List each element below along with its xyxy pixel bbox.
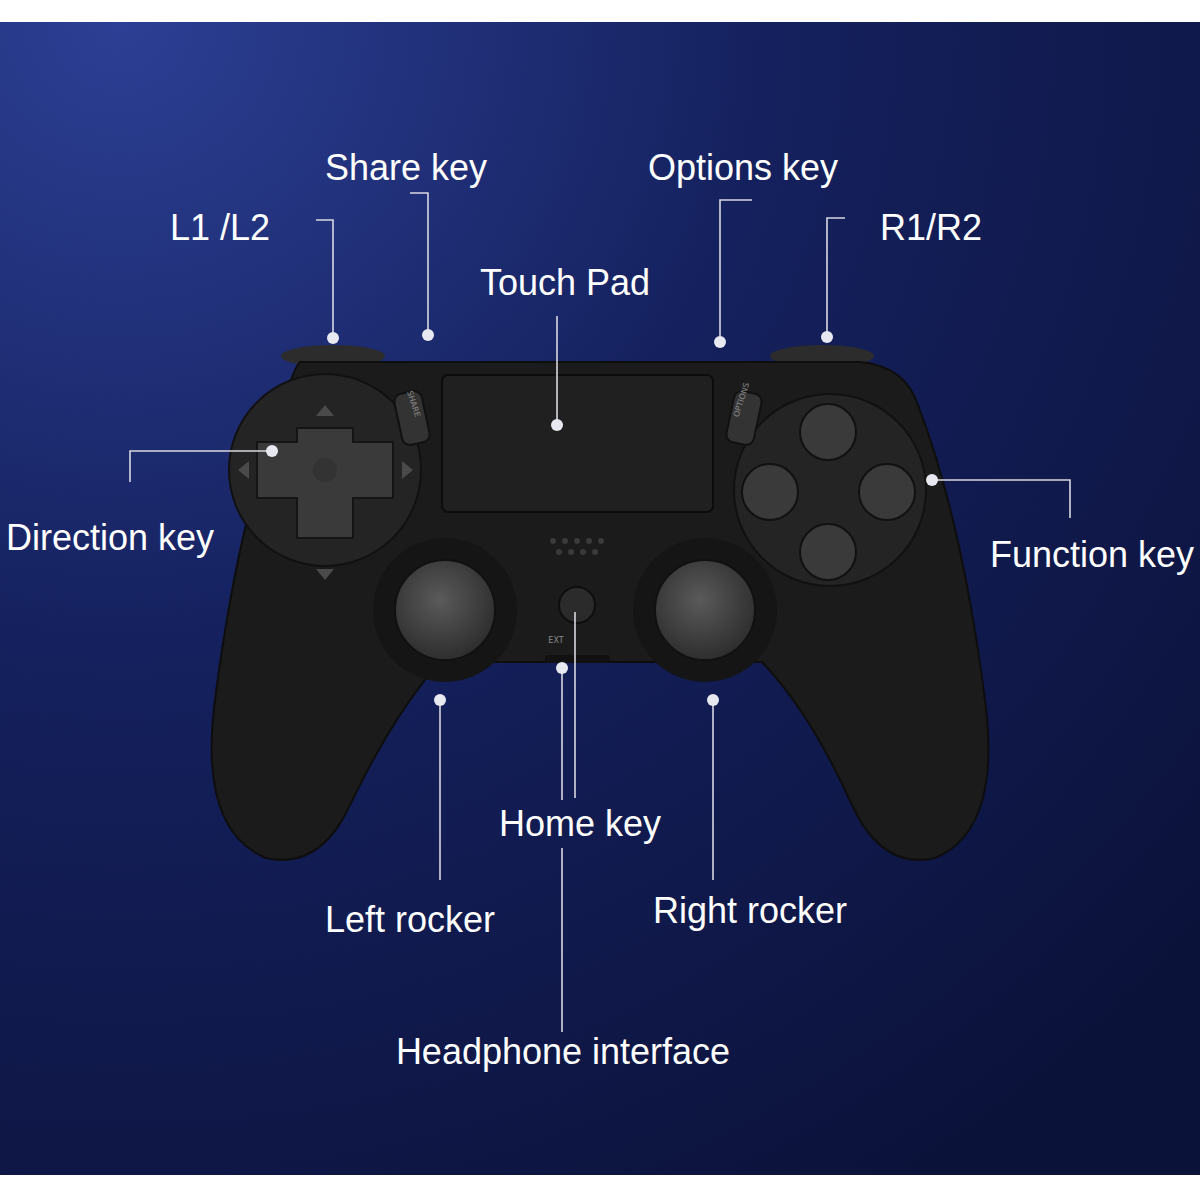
part-label: Share key [325, 148, 487, 188]
part-label: Touch Pad [480, 263, 650, 303]
part-label: Direction key [6, 518, 214, 558]
part-label: Home key [499, 804, 661, 844]
part-label: Options key [648, 148, 838, 188]
part-label: Headphone interface [396, 1032, 730, 1072]
part-label: L1 /L2 [170, 208, 270, 248]
port-print: EXT [548, 637, 563, 645]
part-label: Left rocker [325, 900, 495, 940]
part-label: Right rocker [653, 891, 847, 931]
part-label: R1/R2 [880, 208, 982, 248]
part-label: Function key [990, 535, 1194, 575]
